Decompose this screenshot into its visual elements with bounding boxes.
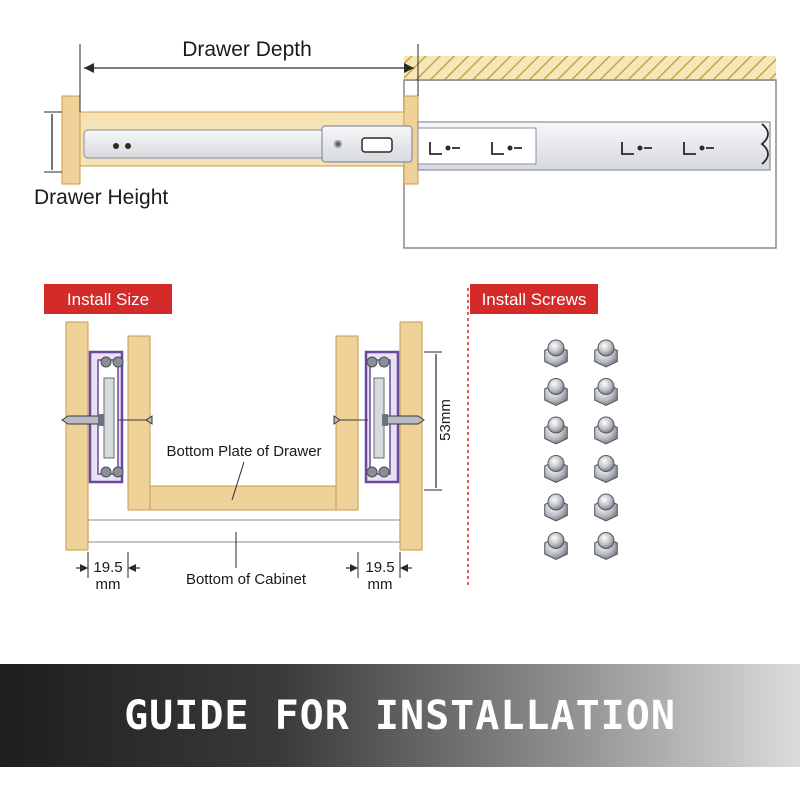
- screw-grid: [544, 339, 618, 561]
- right-gap-unit: mm: [368, 576, 393, 593]
- left-gap-unit: mm: [96, 576, 121, 593]
- cabinet-top-hatch: [404, 56, 776, 80]
- right-gap-value: 19.5: [365, 559, 394, 576]
- screw-right-outer: [382, 414, 425, 426]
- cabinet-wall-right: [399, 321, 423, 551]
- drawer-side-left: [127, 335, 151, 511]
- inner-rail: [83, 129, 335, 159]
- screw-nut-icon: [544, 339, 568, 368]
- drawer-height-label: Drawer Height: [34, 186, 168, 209]
- screw-nut-icon: [544, 455, 568, 484]
- bottom-plate-label: Bottom Plate of Drawer: [166, 443, 321, 460]
- height-dimension-label: 53mm: [437, 399, 454, 441]
- screw-nut-icon: [594, 416, 618, 445]
- screw-nut-icon: [544, 416, 568, 445]
- cabinet-wall-left: [65, 321, 89, 551]
- slide-profile-left: [88, 350, 124, 484]
- screw-nut-icon: [594, 339, 618, 368]
- drawer-depth-label: Drawer Depth: [182, 38, 312, 61]
- install-size-section: Install Size: [44, 284, 454, 593]
- screw-nut-icon: [544, 493, 568, 522]
- install-screws-tag: [470, 284, 598, 314]
- screw-nut-icon: [544, 378, 568, 407]
- install-screws-section: Install Screws: [470, 284, 618, 561]
- screw-left-inner: [118, 415, 153, 425]
- top-slide-diagram: Drawer Depth Drawer Height: [34, 38, 777, 249]
- bottom-cabinet-label: Bottom of Cabinet: [186, 571, 307, 588]
- screw-nut-icon: [594, 493, 618, 522]
- cabinet-bottom-strip: [87, 519, 401, 543]
- screw-nut-icon: [544, 532, 568, 561]
- left-gap-value: 19.5: [93, 559, 122, 576]
- screw-nut-icon: [594, 455, 618, 484]
- install-size-tag: [44, 284, 172, 314]
- banner-title: GUIDE FOR INSTALLATION: [124, 692, 676, 739]
- install-size-tag-text: Install Size: [67, 290, 149, 309]
- drawer-front-panel: [61, 95, 81, 185]
- screw-nut-icon: [594, 532, 618, 561]
- screw-nut-icon: [594, 378, 618, 407]
- installation-banner: GUIDE FOR INSTALLATION: [0, 664, 800, 767]
- screw-left-outer: [61, 414, 104, 426]
- drawer-side-right: [335, 335, 359, 511]
- drawer-bottom-plate: [149, 485, 337, 511]
- screw-right-inner: [333, 415, 368, 425]
- install-screws-tag-text: Install Screws: [482, 290, 587, 309]
